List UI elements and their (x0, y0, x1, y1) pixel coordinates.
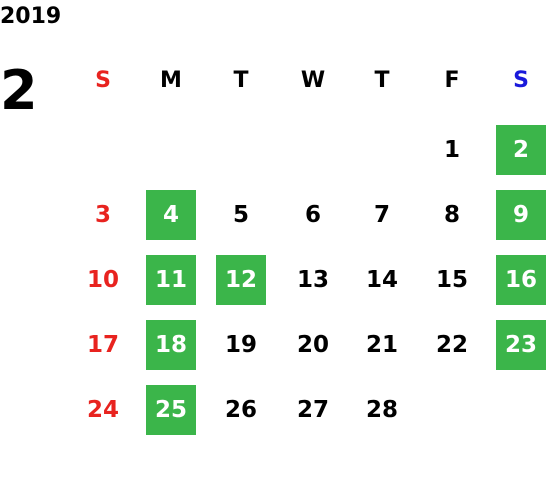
year-label: 2019 (0, 4, 62, 29)
day-cell-19[interactable]: 19 (224, 332, 257, 358)
day-cell-25[interactable]: 25 (146, 385, 196, 435)
day-cell-21[interactable]: 21 (365, 332, 398, 358)
day-cell-20[interactable]: 20 (296, 332, 329, 358)
day-cell-4[interactable]: 4 (146, 190, 196, 240)
day-cell-8[interactable]: 8 (443, 202, 460, 228)
weekday-header-tue: T (233, 68, 249, 93)
day-cell-11[interactable]: 11 (146, 255, 196, 305)
day-cell-1[interactable]: 1 (443, 137, 460, 163)
weekday-header-wed: W (300, 68, 326, 93)
weekday-header-mon: M (160, 68, 182, 93)
day-cell-28[interactable]: 28 (365, 397, 398, 423)
weekday-header-fri: F (444, 68, 460, 93)
month-label: 2 (0, 59, 38, 122)
day-cell-24[interactable]: 24 (86, 397, 119, 423)
day-cell-13[interactable]: 13 (296, 267, 329, 293)
day-cell-18[interactable]: 18 (146, 320, 196, 370)
weekday-header-sun: S (95, 68, 111, 93)
day-cell-22[interactable]: 22 (435, 332, 468, 358)
day-cell-15[interactable]: 15 (435, 267, 468, 293)
weekday-header-sat: S (513, 68, 529, 93)
day-cell-16[interactable]: 16 (496, 255, 546, 305)
day-cell-14[interactable]: 14 (365, 267, 398, 293)
weekday-header-thu: T (374, 68, 390, 93)
day-cell-17[interactable]: 17 (86, 332, 119, 358)
day-cell-7[interactable]: 7 (373, 202, 390, 228)
day-cell-10[interactable]: 10 (86, 267, 119, 293)
day-cell-2[interactable]: 2 (496, 125, 546, 175)
day-cell-23[interactable]: 23 (496, 320, 546, 370)
day-cell-5[interactable]: 5 (232, 202, 249, 228)
day-cell-3[interactable]: 3 (94, 202, 111, 228)
day-cell-12[interactable]: 12 (216, 255, 266, 305)
day-cell-9[interactable]: 9 (496, 190, 546, 240)
day-cell-26[interactable]: 26 (224, 397, 257, 423)
day-cell-27[interactable]: 27 (296, 397, 329, 423)
day-cell-6[interactable]: 6 (304, 202, 321, 228)
